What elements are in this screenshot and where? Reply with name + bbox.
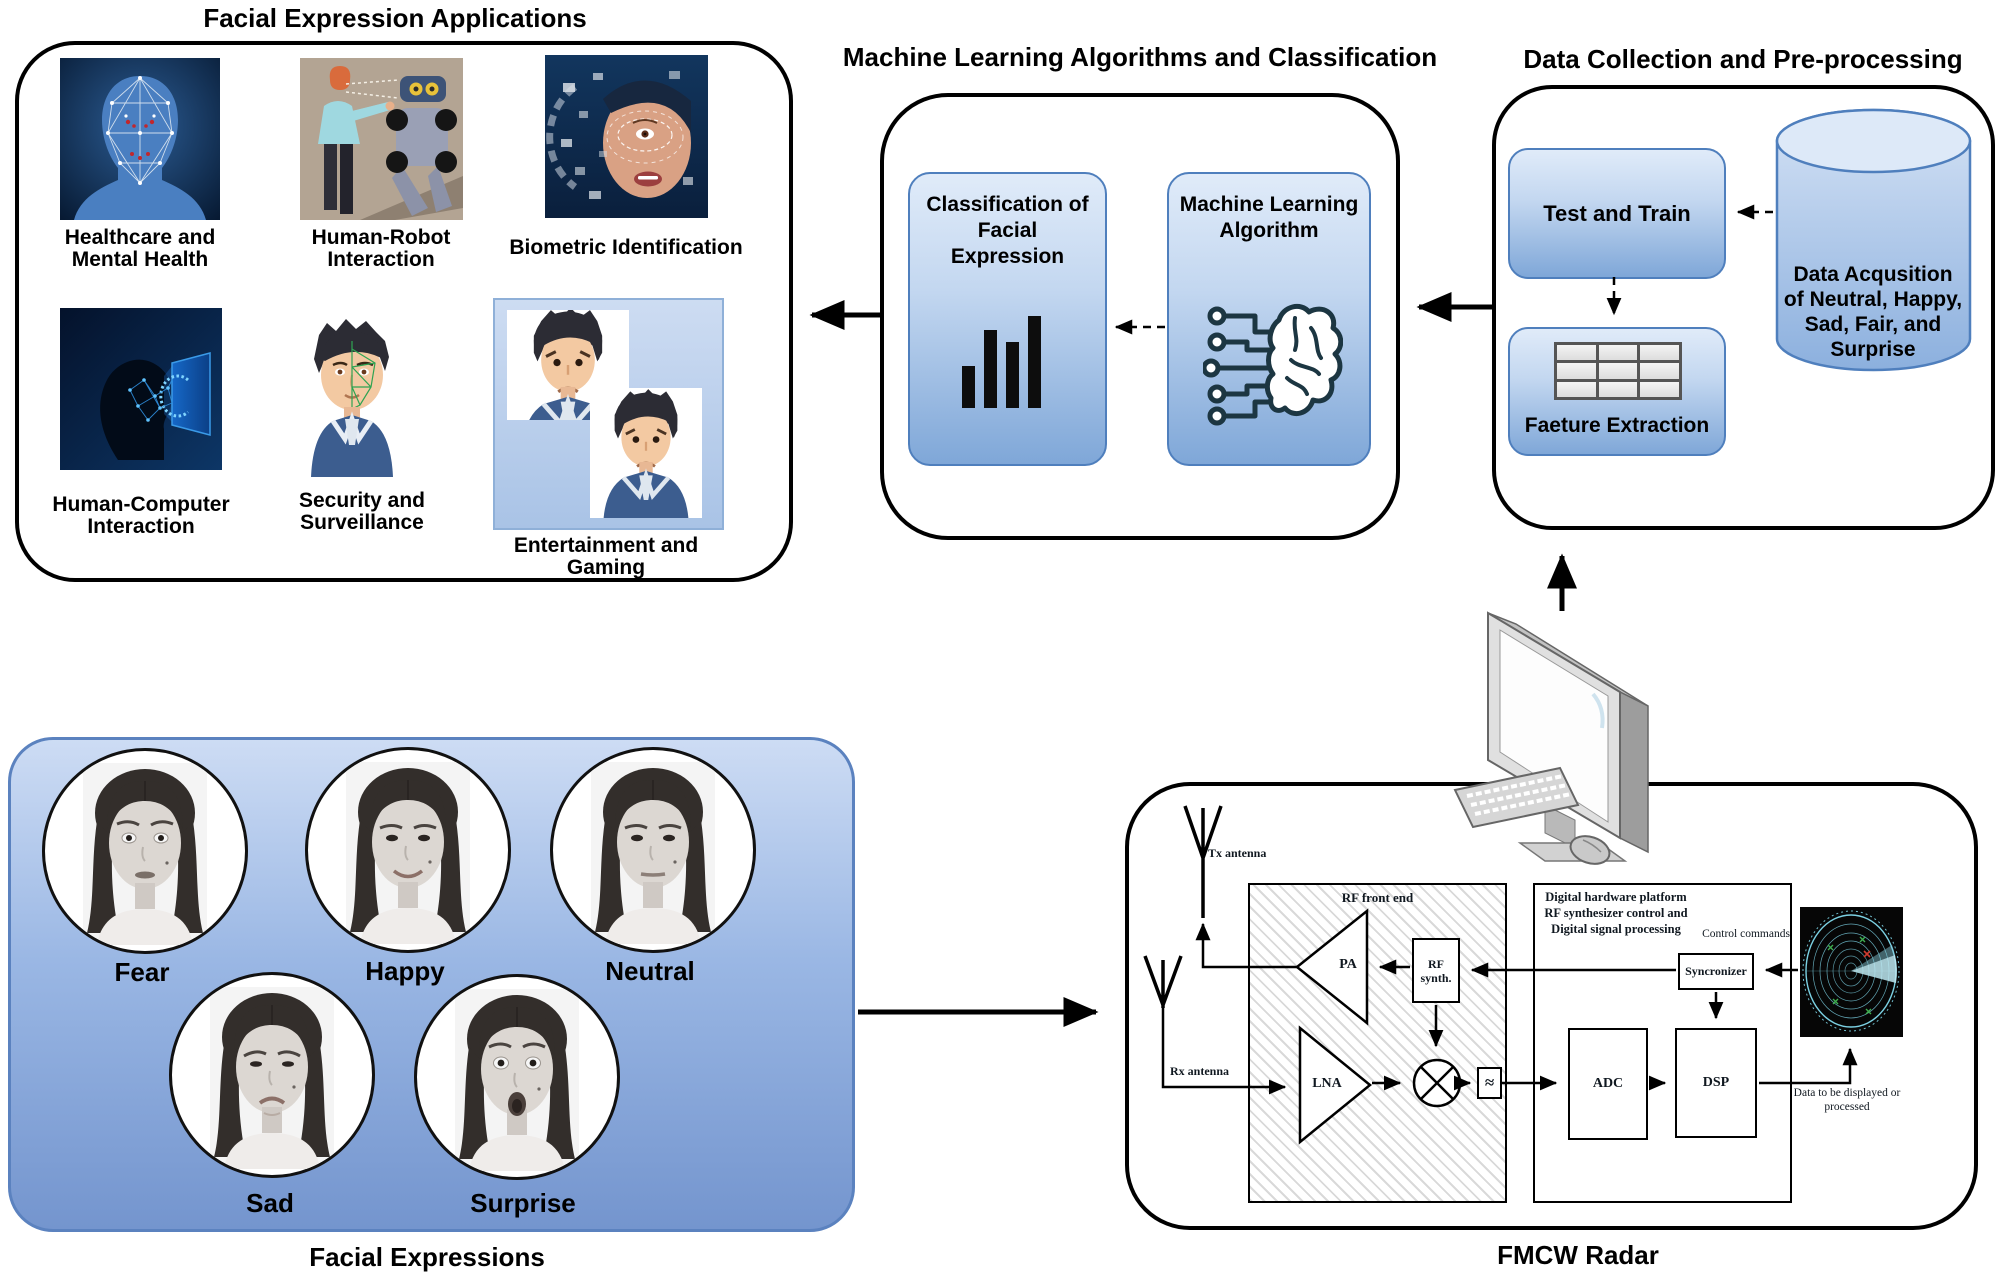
radar-display-icon	[1800, 907, 1903, 1037]
ml-title: Machine Learning Algorithms and Classifi…	[842, 42, 1438, 72]
expression-photo-surprise	[414, 974, 620, 1180]
filter-symbol: ≈	[1484, 1073, 1495, 1092]
label-surprise: Surprise	[470, 1188, 576, 1218]
control-commands-label: Control commands	[1702, 928, 1790, 940]
head-screen-icon	[60, 308, 222, 470]
classification-box: Classification of Facial Expression	[908, 172, 1107, 466]
caption-entertainment: Entertainment and Gaming	[513, 534, 699, 579]
classification-label: Classification of Facial Expression	[926, 193, 1089, 268]
database-cylinder-icon	[1775, 108, 1972, 372]
face-scan-icon	[545, 55, 708, 218]
dsp-box: DSP	[1675, 1028, 1757, 1138]
rf-synth-box: RF synth.	[1412, 938, 1460, 1003]
pa-label: PA	[1339, 957, 1357, 972]
bar-chart-icon	[962, 316, 1041, 408]
label-neutral: Neutral	[605, 956, 695, 986]
mixer-icon	[1412, 1058, 1462, 1108]
fmcw-title: FMCW Radar	[1497, 1240, 1659, 1270]
ml-algorithm-box: Machine Learning Algorithm	[1167, 172, 1371, 466]
expression-photo-happy	[305, 747, 511, 953]
test-train-box: Test and Train	[1508, 148, 1726, 279]
face-grid-icon	[311, 319, 393, 477]
feature-extraction-label: Faeture Extraction	[1524, 414, 1710, 437]
caption-human-robot: Human-Robot Interaction	[311, 226, 451, 271]
syncronizer-box: Syncronizer	[1678, 953, 1754, 990]
database-label: Data Acqusition of Neutral, Happy, Sad, …	[1783, 263, 1963, 361]
ml-algorithm-label: Machine Learning Algorithm	[1179, 193, 1359, 242]
adc-label: ADC	[1592, 1076, 1624, 1091]
expression-photo-sad	[169, 972, 375, 1178]
syncronizer-label: Syncronizer	[1685, 964, 1747, 978]
human-robot-icon	[300, 58, 463, 220]
expressions-title: Facial Expressions	[309, 1242, 545, 1272]
label-fear: Fear	[114, 957, 170, 987]
rf-synth-label: RF synth.	[1420, 956, 1452, 985]
rf-front-end-box	[1248, 883, 1507, 1203]
avatar-card-2	[590, 388, 702, 518]
filter-box: ≈	[1477, 1067, 1502, 1099]
face-mesh-icon	[60, 58, 220, 220]
applications-title: Facial Expression Applications	[203, 3, 587, 33]
dsp-label: DSP	[1702, 1075, 1730, 1090]
test-train-label: Test and Train	[1543, 200, 1691, 226]
label-happy: Happy	[365, 956, 445, 986]
expression-photo-neutral	[550, 747, 756, 953]
avatar-cards-icon	[493, 298, 724, 530]
caption-human-computer: Human-Computer Interaction	[52, 493, 230, 538]
caption-biometric: Biometric Identification	[509, 236, 743, 259]
expression-photo-fear	[42, 748, 248, 954]
caption-healthcare: Healthcare and Mental Health	[64, 226, 216, 271]
data-collection-title: Data Collection and Pre-processing	[1523, 44, 1963, 74]
table-icon	[1554, 342, 1682, 400]
feature-extraction-box: Faeture Extraction	[1508, 327, 1726, 456]
data-note-label: Data to be displayed or processed	[1793, 1087, 1901, 1113]
label-sad: Sad	[246, 1188, 294, 1218]
pa-amplifier-icon	[1294, 908, 1369, 1026]
tx-antenna-label: Tx antenna	[1208, 846, 1267, 860]
rx-antenna-label: Rx antenna	[1170, 1064, 1230, 1078]
digital-platform-label: Digital hardware platform RF synthesizer…	[1544, 890, 1688, 936]
lna-amplifier-icon	[1298, 1025, 1372, 1145]
adc-box: ADC	[1568, 1028, 1648, 1140]
computer-workstation-icon	[1453, 611, 1649, 865]
lna-label: LNA	[1312, 1076, 1342, 1091]
rf-front-end-label: RF front end	[1341, 890, 1414, 905]
brain-circuit-icon	[1203, 303, 1343, 426]
caption-security: Security and Surveillance	[298, 489, 426, 534]
